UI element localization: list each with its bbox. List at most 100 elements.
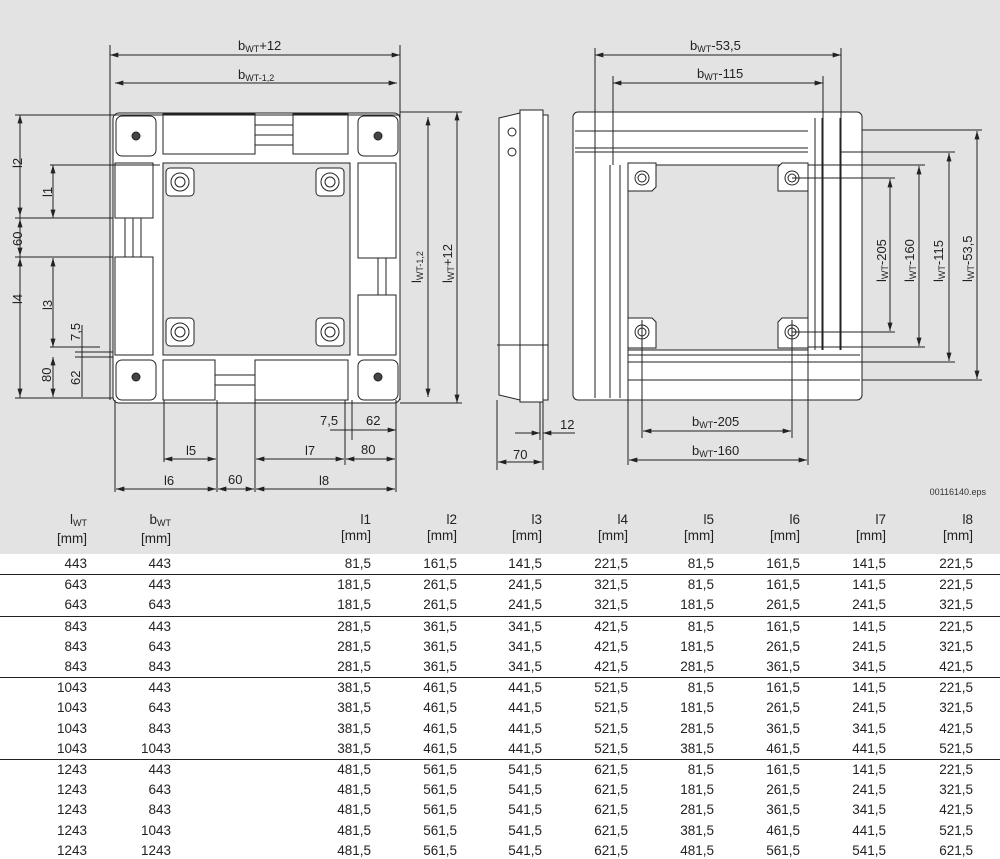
table-cell: 81,5 xyxy=(628,574,714,596)
table-cell: 381,5 xyxy=(337,700,371,716)
table-cell: 441,5 xyxy=(852,740,886,756)
header-label: l2 xyxy=(446,512,457,527)
dim-l6: l6 xyxy=(164,473,174,488)
table-cell: 261,5 xyxy=(766,638,800,654)
table-cell: 621,5 xyxy=(594,822,628,838)
table-cell: 281,5 xyxy=(337,638,371,654)
table-cell: 281,5 xyxy=(337,659,371,675)
table-cell: 561,5 xyxy=(423,842,457,858)
column-header: l2[mm] xyxy=(371,508,457,554)
table-cell: 643 xyxy=(148,597,171,613)
table-cell: 461,5 xyxy=(423,700,457,716)
table-cell: 181,5 xyxy=(680,638,714,654)
table-cell: 521,5 xyxy=(939,740,973,756)
table-cell: 521,5 xyxy=(594,700,628,716)
table-cell: 521,5 xyxy=(542,677,628,699)
table-cell: 541,5 xyxy=(457,758,542,781)
table-cell: 361,5 xyxy=(766,659,800,675)
dim-lwt-160: lWT-160 xyxy=(902,239,918,282)
table-cell: 281,5 xyxy=(680,720,714,736)
dim-62-vertical: 62 xyxy=(68,371,83,385)
table-cell: 481,5 xyxy=(337,822,371,838)
table-cell: 321,5 xyxy=(542,574,628,596)
header-label: l7 xyxy=(875,512,886,527)
table-cell: 221,5 xyxy=(886,574,973,596)
table-cell: 481,5 xyxy=(171,758,371,781)
table-cell: 161,5 xyxy=(714,758,800,781)
table-cell: 421,5 xyxy=(594,638,628,654)
header-unit: [mm] xyxy=(684,528,714,543)
header-label: l1 xyxy=(360,512,371,527)
header-label: l4 xyxy=(617,512,628,527)
top-view-frame xyxy=(112,112,401,404)
table-cell: 441,5 xyxy=(457,677,542,699)
table-header-row: lWT[mm]bWT[mm]l1[mm]l2[mm]l3[mm]l4[mm]l5… xyxy=(0,508,1000,554)
dimensions-table: lWT[mm]bWT[mm]l1[mm]l2[mm]l3[mm]l4[mm]l5… xyxy=(0,508,1000,859)
table-cell: 341,5 xyxy=(852,659,886,675)
table-cell: 621,5 xyxy=(939,842,973,858)
dim-bwt-plus12: bWT+12 xyxy=(238,38,281,54)
dim-bwt-205: bWT-205 xyxy=(692,414,739,430)
drawing-svg: bWT+12 bWT-1,2 lWT-1,2 lWT+12 l2 l1 60 l… xyxy=(10,38,982,492)
table-cell: 241,5 xyxy=(852,638,886,654)
side-view xyxy=(497,109,549,403)
table-cell: 541,5 xyxy=(508,782,542,798)
column-header: l3[mm] xyxy=(457,508,542,554)
table-cell: 541,5 xyxy=(852,842,886,858)
table-cell: 281,5 xyxy=(171,615,371,637)
header-subscript: WT xyxy=(73,518,87,528)
table-cell: 221,5 xyxy=(886,615,973,637)
technical-drawing: bWT+12 bWT-1,2 lWT-1,2 lWT+12 l2 l1 60 l… xyxy=(0,0,1000,508)
table-cell: 181,5 xyxy=(680,782,714,798)
table-cell: 181,5 xyxy=(680,597,714,613)
table-cell: 181,5 xyxy=(680,700,714,716)
table-cell: 321,5 xyxy=(939,597,973,613)
table-cell: 1043 xyxy=(140,740,171,756)
table-cell: 843 xyxy=(64,659,87,675)
table-cell: 643 xyxy=(148,700,171,716)
table-cell: 1243 xyxy=(56,802,87,818)
table-cell: 361,5 xyxy=(371,615,457,637)
table-cell: 443 xyxy=(148,556,171,572)
table-cell: 643 xyxy=(0,574,87,596)
table-cell: 341,5 xyxy=(852,720,886,736)
dim-70: 70 xyxy=(513,447,527,462)
table-cell: 141,5 xyxy=(852,556,886,572)
table-cell: 321,5 xyxy=(939,638,973,654)
header-unit: [mm] xyxy=(141,531,171,546)
table-cell: 261,5 xyxy=(371,574,457,596)
table-cell: 221,5 xyxy=(886,758,973,781)
table-cell: 621,5 xyxy=(542,758,628,781)
table-cell: 241,5 xyxy=(852,782,886,798)
table-cell: 241,5 xyxy=(852,597,886,613)
dim-l4: l4 xyxy=(10,294,25,304)
table-cell: 141,5 xyxy=(800,615,886,637)
dim-lwt-plus12: lWT+12 xyxy=(440,244,456,283)
table-cell: 441,5 xyxy=(508,720,542,736)
table-cell: 381,5 xyxy=(171,677,371,699)
dim-7-5-horizontal: 7,5 xyxy=(320,413,338,428)
table-cell: 241,5 xyxy=(852,700,886,716)
table-cell: 381,5 xyxy=(680,822,714,838)
column-header: l7[mm] xyxy=(800,508,886,554)
header-label: l8 xyxy=(962,512,973,527)
header-unit: [mm] xyxy=(598,528,628,543)
header-unit: [mm] xyxy=(856,528,886,543)
table-cell: 81,5 xyxy=(628,677,714,699)
table-cell: 441,5 xyxy=(508,700,542,716)
column-header: l8[mm] xyxy=(886,508,973,554)
table-cell: 443 xyxy=(87,615,171,637)
table-cell: 443 xyxy=(87,758,171,781)
table-cell: 843 xyxy=(0,615,87,637)
file-reference: 00116140.eps xyxy=(929,487,986,497)
header-label: b xyxy=(149,512,157,527)
table-cell: 321,5 xyxy=(939,782,973,798)
header-unit: [mm] xyxy=(512,528,542,543)
table-cell: 643 xyxy=(148,782,171,798)
column-header: bWT[mm] xyxy=(87,508,171,554)
table-cell: 1243 xyxy=(0,758,87,781)
